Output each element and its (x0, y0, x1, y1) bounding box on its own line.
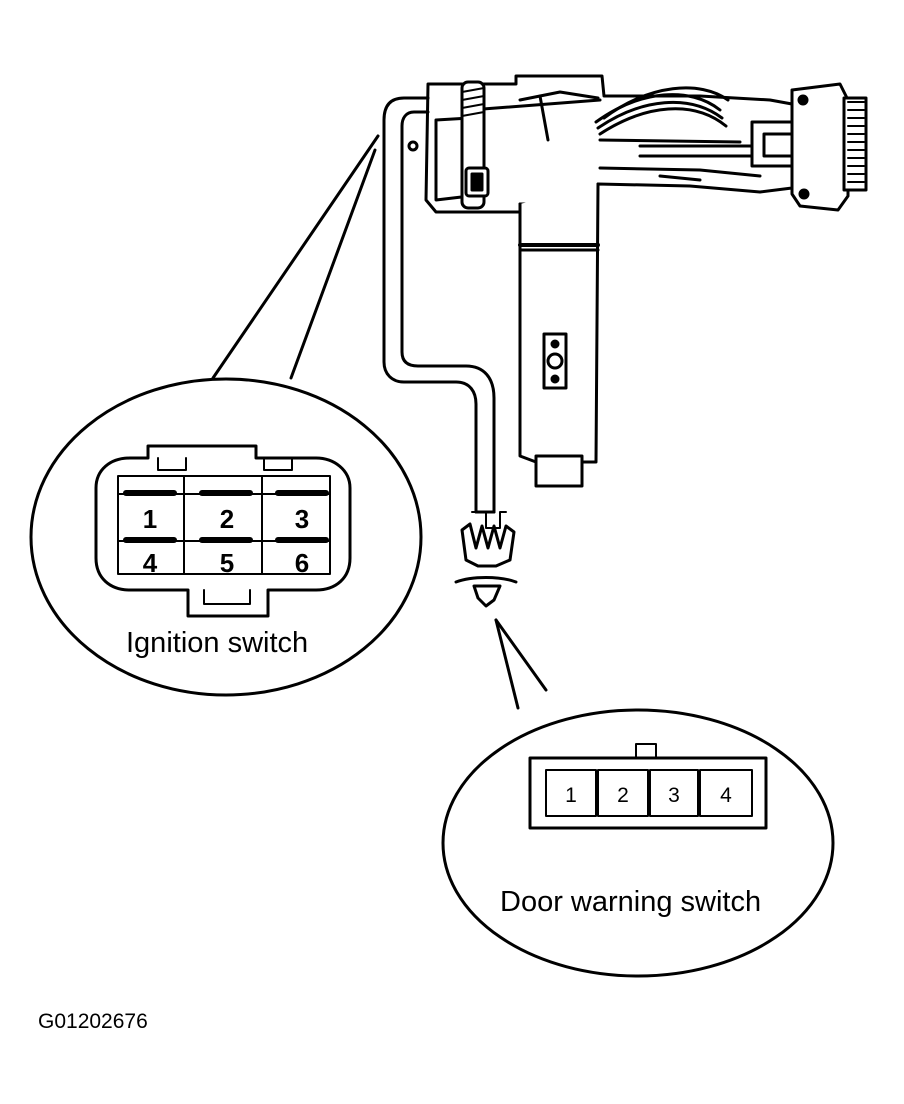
door-warning-switch-caption: Door warning switch (500, 886, 762, 918)
ignition-pin-6: 6 (294, 548, 310, 578)
door-warning-connector (454, 511, 518, 608)
door-pin-2: 2 (617, 784, 629, 807)
figure-id: G01202676 (38, 1010, 148, 1033)
door-pin-3: 3 (668, 784, 680, 807)
door-connector-outline (528, 743, 768, 830)
ignition-connector-outline (94, 444, 352, 618)
ignition-pin-1: 1 (142, 504, 158, 534)
ignition-switch-caption: Ignition switch (126, 627, 309, 659)
ignition-pin-5: 5 (219, 548, 235, 578)
ignition-pin-4: 4 (142, 548, 158, 578)
ignition-pin-3: 3 (294, 504, 310, 534)
steering-column-assembly (407, 74, 868, 488)
door-pin-4: 4 (720, 784, 732, 807)
door-pin-1: 1 (565, 784, 577, 807)
ignition-pin-2: 2 (219, 504, 235, 534)
